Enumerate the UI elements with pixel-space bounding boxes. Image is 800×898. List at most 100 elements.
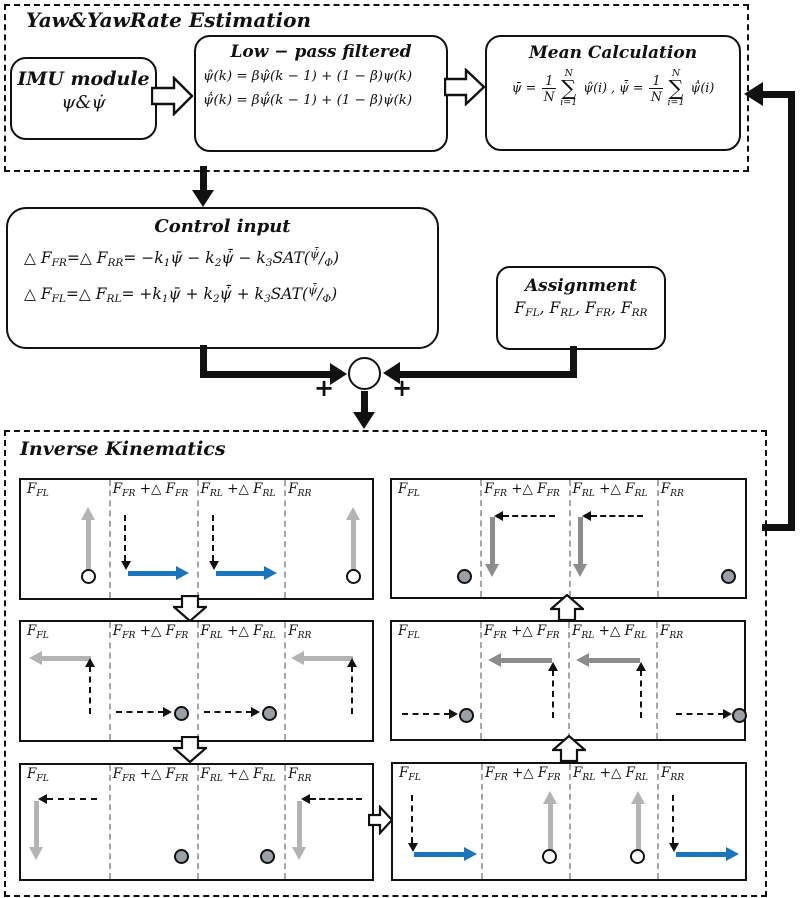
junction-to-ik-head: [353, 412, 375, 429]
control-to-junction-vertical: [200, 345, 207, 374]
panel-separator: [656, 480, 659, 597]
delta-dashed-up-shaft: [89, 666, 91, 714]
label-ffr-delta: FFR +△ FFR: [112, 481, 189, 499]
control-equation-1: △ FFR=△ FRR= −k1ψ̄ − k2ψ̇̄ − k3SAT(ψ̇̄∕Φ…: [24, 247, 340, 269]
delta-dashed-left-shaft: [503, 515, 555, 517]
wheel-dot-filled: [260, 849, 275, 864]
delta-dashed-up-head: [347, 658, 357, 667]
delta-dashed-down-shaft: [124, 515, 126, 561]
resultant-blue-right-shaft: [216, 571, 266, 576]
force-up-arrow-shaft: [351, 519, 356, 571]
resultant-blue-right-head: [464, 847, 477, 861]
feedback-arrow-head: [744, 82, 763, 106]
label-frr: FRR: [288, 623, 312, 641]
arrow-estimation-to-control-shaft: [200, 166, 207, 192]
delta-dashed-up-shaft: [351, 666, 353, 714]
label-ffl: FFL: [27, 481, 49, 499]
force-down-arrow-shaft: [297, 801, 302, 849]
resultant-blue-right-shaft: [128, 571, 178, 576]
delta-dashed-left-shaft: [47, 798, 97, 800]
label-frl-delta: FRL +△ FRL: [573, 765, 649, 783]
label-ffr-delta: FFR +△ FFR: [484, 623, 560, 641]
resultant-blue-right-head: [726, 847, 739, 861]
delta-dashed-down-shaft: [672, 795, 674, 843]
panel-separator: [196, 765, 199, 879]
force-up-arrow-shaft: [86, 519, 91, 571]
block-arrow-lpf-to-mean: [444, 68, 486, 106]
delta-dashed-left-shaft: [591, 515, 643, 517]
ik-panel-top-left: FFL FFR +△ FFR FRL +△ FRL FRR: [19, 478, 374, 600]
delta-dashed-down-head: [669, 843, 679, 852]
delta-dashed-right-head: [449, 709, 458, 719]
ik-panel-middle-left: FFL FFR +△ FFR FRL +△ FRL FRR: [19, 620, 374, 742]
block-arrow-imu-to-lpf: [151, 76, 194, 116]
arrow-estimation-to-control-head: [192, 190, 214, 207]
lpf-equation-2: ψ̂̇(k) = βψ̂̇(k − 1) + (1 − β)ψ̇(k): [203, 93, 413, 108]
label-frl-delta: FRL +△ FRL: [200, 481, 276, 499]
force-down-arrow-head: [29, 847, 43, 860]
panel-separator: [108, 622, 111, 740]
block-arrow-panel6-to-panel4: [552, 735, 586, 762]
delta-dashed-up-shaft: [640, 670, 642, 718]
label-ffr-delta: FFR +△ FFR: [112, 766, 189, 784]
panel-separator: [656, 622, 658, 739]
label-frr: FRR: [288, 766, 312, 784]
assignment-to-junction-horizontal: [400, 371, 577, 378]
panel-separator: [481, 764, 483, 879]
force-down-arrow-head: [485, 564, 499, 577]
label-frl-delta: FRL +△ FRL: [572, 623, 648, 641]
wheel-dot-filled: [459, 708, 474, 723]
force-down-arrow-head: [573, 564, 587, 577]
panel-separator: [284, 480, 287, 598]
panel-separator: [480, 622, 482, 739]
wheel-dot-open: [542, 849, 557, 864]
label-ffr-delta: FFR +△ FFR: [485, 765, 561, 783]
delta-dashed-up-head: [548, 662, 558, 671]
force-up-arrow-head: [346, 507, 360, 520]
assignment-forces: FFL, FRL, FFR, FRR: [514, 299, 648, 319]
label-frr: FRR: [288, 481, 312, 499]
panel-separator: [196, 480, 199, 598]
control-box: Control input △ FFR=△ FRR= −k1ψ̄ − k2ψ̇̄…: [6, 207, 439, 349]
assignment-box: Assignment FFL, FRL, FFR, FRR: [496, 266, 666, 350]
wheel-dot-filled: [174, 849, 189, 864]
label-frr: FRR: [660, 481, 684, 499]
delta-dashed-left-head: [582, 511, 591, 521]
feedback-bottom-segment: [762, 524, 795, 531]
assignment-to-junction-head: [383, 362, 400, 384]
force-left-arrow-head: [488, 653, 501, 667]
delta-dashed-down-shaft: [212, 515, 214, 561]
delta-dashed-right-head: [723, 709, 732, 719]
junction-plus-right: +: [392, 374, 413, 402]
force-up-arrow-head: [543, 791, 557, 804]
label-ffr-delta: FFR +△ FFR: [484, 481, 560, 499]
lpf-equation-1: ψ̂(k) = βψ̂(k − 1) + (1 − β)ψ(k): [203, 69, 413, 84]
force-down-arrow-shaft: [578, 517, 583, 565]
label-ffl: FFL: [27, 766, 49, 784]
label-frl-delta: FRL +△ FRL: [572, 481, 648, 499]
delta-dashed-up-head: [636, 662, 646, 671]
ik-panel-middle-right: FFL FFR +△ FFR FRL +△ FRL FRR: [390, 620, 747, 741]
lpf-box: Low − pass filtered ψ̂(k) = βψ̂(k − 1) +…: [194, 35, 448, 152]
panel-separator: [568, 480, 571, 597]
force-up-arrow-shaft: [548, 802, 553, 850]
label-ffl: FFL: [27, 623, 49, 641]
label-frr: FRR: [661, 765, 685, 783]
block-arrow-panel3-to-panel5: [173, 736, 207, 763]
delta-dashed-left-shaft: [310, 798, 362, 800]
force-up-arrow-head: [81, 507, 95, 520]
delta-dashed-down-shaft: [411, 795, 413, 843]
force-left-arrow-head: [291, 651, 304, 665]
delta-dashed-right-head: [163, 707, 172, 717]
force-left-arrow-head: [29, 651, 42, 665]
assignment-title: Assignment: [524, 276, 638, 296]
block-arrow-panel1-to-panel3: [173, 595, 207, 622]
force-left-arrow-head: [576, 653, 589, 667]
wheel-dot-open: [346, 569, 361, 584]
wheel-dot-filled: [732, 708, 747, 723]
imu-signals: ψ&ψ̇: [61, 92, 106, 113]
delta-dashed-right-shaft: [402, 713, 450, 715]
label-ffl: FFL: [398, 623, 420, 641]
